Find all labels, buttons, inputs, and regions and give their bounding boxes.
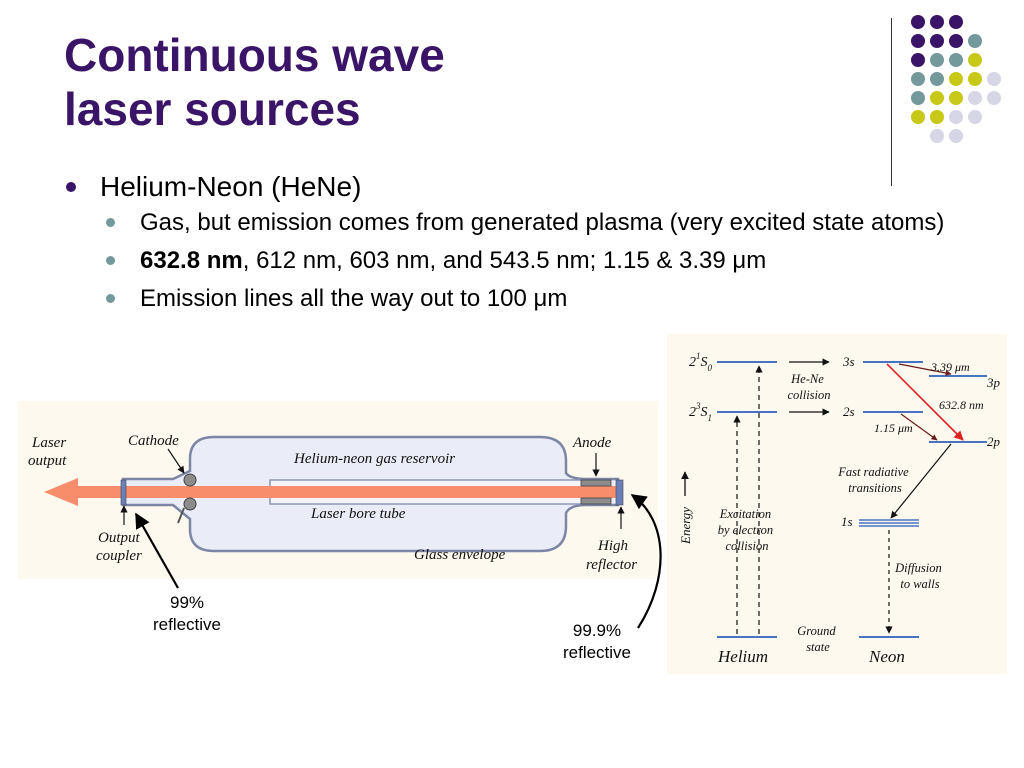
- he-ne-collision-label: He-Ne collision: [787, 372, 830, 402]
- sub-bullet-marker: [106, 256, 115, 265]
- high-reflectivity-text: reflective: [562, 643, 632, 662]
- anode-electrode-bottom: [580, 497, 612, 505]
- title-line-1: Continuous wave: [64, 29, 445, 81]
- beam-arrowhead: [44, 478, 78, 506]
- laser-beam: [74, 486, 617, 498]
- bullet-hene-text: Helium-Neon (HeNe): [100, 171, 362, 202]
- decorative-dot: [968, 91, 982, 105]
- wavelength-highlight: 632.8 nm: [140, 247, 243, 274]
- glass-envelope-label: Glass envelope: [414, 547, 506, 563]
- decorative-dot: [930, 53, 944, 67]
- title-divider: [891, 18, 892, 186]
- label-1s: 1s: [841, 514, 853, 529]
- decorative-dot: [930, 110, 944, 124]
- bullet-list: Helium-Neon (HeNe) Gas, but emission com…: [64, 168, 944, 322]
- transition-339um: [898, 363, 952, 376]
- fast-radiative-arrow: [890, 443, 952, 519]
- high-reflector-label: High reflector: [586, 538, 637, 573]
- transition-6328nm: [886, 363, 964, 441]
- label-2-1s0: 21S0: [689, 351, 713, 373]
- decorative-dot: [987, 72, 1001, 86]
- sub-bullet-plasma-text: Gas, but emission comes from generated p…: [140, 209, 945, 236]
- diffusion-label: Diffusion to walls: [894, 561, 945, 591]
- output-reflectivity-callout: 99% reflective: [138, 592, 236, 636]
- decorative-dot: [911, 15, 925, 29]
- decorative-dot: [911, 110, 925, 124]
- title-line-2: laser sources: [64, 83, 361, 135]
- cathode-pointer: [167, 448, 185, 474]
- label-2-3s1: 23S1: [689, 401, 712, 423]
- decorative-dot: [949, 91, 963, 105]
- cathode-electrode-bottom: [183, 497, 197, 511]
- cathode-lead: [177, 507, 185, 524]
- label-339um: 3.39 μm: [930, 360, 970, 374]
- label-2s: 2s: [843, 404, 855, 419]
- label-115um: 1.15 μm: [874, 421, 913, 435]
- label-3s: 3s: [842, 354, 855, 369]
- decorative-dot: [968, 34, 982, 48]
- energy-level-diagram: Energy 21S0 23S1 3s 2s 3p 2p 1s 3.39 μm …: [667, 334, 1007, 674]
- anode-label: Anode: [572, 435, 612, 451]
- decorative-dot: [930, 34, 944, 48]
- cathode-label: Cathode: [128, 433, 179, 449]
- fast-radiative-label: Fast radiative transitions: [837, 465, 912, 495]
- sub-bullet-marker: [106, 218, 115, 227]
- decorative-dot: [930, 129, 944, 143]
- excitation-label: Excitation by electron collision: [718, 507, 777, 553]
- decorative-dot: [949, 129, 963, 143]
- decorative-dot: [949, 110, 963, 124]
- decorative-dot: [911, 91, 925, 105]
- neon-column-label: Neon: [868, 647, 905, 666]
- decorative-dot: [949, 34, 963, 48]
- laser-tube-svg: Laser output Cathode Anode Helium-neon g…: [28, 433, 637, 573]
- sub-bullet-plasma: Gas, but emission comes from generated p…: [100, 208, 960, 237]
- ground-state-label: Ground state: [797, 624, 839, 654]
- decorative-dot-grid: [911, 15, 1001, 143]
- bullet-hene: Helium-Neon (HeNe) Gas, but emission com…: [64, 168, 944, 313]
- decorative-dot: [930, 91, 944, 105]
- slide-title: Continuous wave laser sources: [64, 28, 445, 136]
- sub-bullet-emission: Emission lines all the way out to 100 μm: [100, 284, 960, 313]
- decorative-dot: [911, 53, 925, 67]
- output-coupler-label: Output coupler: [96, 530, 143, 564]
- sub-bullet-list: Gas, but emission comes from generated p…: [100, 208, 944, 313]
- anode-electrode-top: [580, 479, 612, 487]
- decorative-dot: [968, 53, 982, 67]
- bore-tube-label: Laser bore tube: [310, 506, 406, 522]
- decorative-dot: [911, 34, 925, 48]
- sub-bullet-marker: [106, 294, 115, 303]
- cathode-electrode-top: [183, 473, 197, 487]
- sub-bullet-wavelengths: 632.8 nm, 612 nm, 603 nm, and 543.5 nm; …: [100, 246, 960, 275]
- high-reflectivity-callout: 99.9% reflective: [548, 620, 646, 664]
- wavelength-list: , 612 nm, 603 nm, and 543.5 nm; 1.15 & 3…: [242, 247, 767, 274]
- decorative-dot: [949, 53, 963, 67]
- sub-bullet-emission-text: Emission lines all the way out to 100 μm: [140, 285, 568, 312]
- decorative-dot: [930, 72, 944, 86]
- decorative-dot: [911, 72, 925, 86]
- bullet-marker: [66, 182, 76, 192]
- decorative-dot: [968, 72, 982, 86]
- label-3p: 3p: [986, 375, 1001, 390]
- energy-level-svg: Energy 21S0 23S1 3s 2s 3p 2p 1s 3.39 μm …: [678, 351, 1001, 666]
- decorative-dot: [949, 15, 963, 29]
- output-reflectivity-value: 99%: [169, 593, 205, 612]
- transition-115um: [900, 413, 938, 441]
- high-reflectivity-value: 99.9%: [572, 621, 622, 640]
- energy-axis-label: Energy: [678, 507, 693, 545]
- decorative-dot: [930, 15, 944, 29]
- label-2p: 2p: [987, 434, 1001, 449]
- output-coupler-mirror: [120, 479, 127, 506]
- reservoir-label: Helium-neon gas reservoir: [293, 451, 455, 467]
- label-6328nm: 632.8 nm: [939, 398, 984, 412]
- high-reflector-mirror: [615, 479, 624, 506]
- laser-tube-diagram: Laser output Cathode Anode Helium-neon g…: [18, 401, 658, 579]
- output-reflectivity-text: reflective: [152, 615, 222, 634]
- decorative-dot: [949, 72, 963, 86]
- helium-column-label: Helium: [717, 647, 768, 666]
- decorative-dot: [968, 110, 982, 124]
- laser-output-label: Laser output: [28, 435, 70, 469]
- decorative-dot: [987, 91, 1001, 105]
